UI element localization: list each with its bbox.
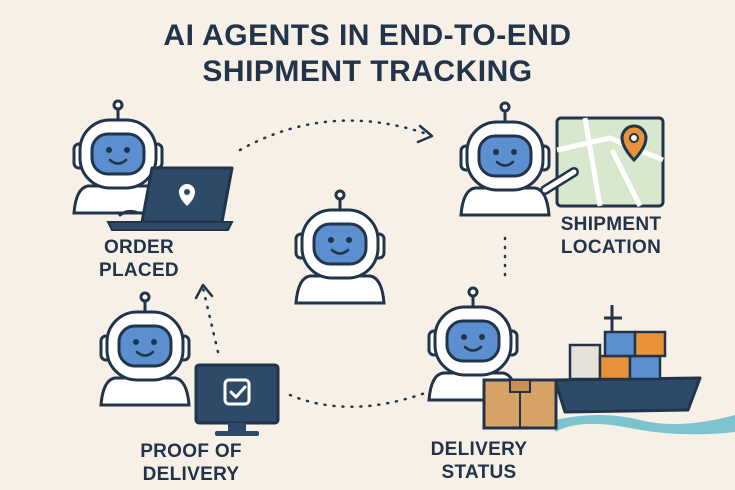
page-title-line-1: AI AGENTS IN END-TO-END: [163, 19, 572, 52]
step-label-line-2: STATUS: [441, 462, 517, 483]
step-label-line-1: ORDER: [103, 237, 175, 258]
proof-of-delivery-robot: [99, 291, 191, 407]
step-label-line-1: DELIVERY: [430, 439, 528, 460]
parcel-box-icon: [482, 378, 558, 430]
arrowhead-icon: [416, 124, 434, 144]
step-label-line-2: PLACED: [99, 260, 179, 281]
cargo-ship-icon: [553, 305, 735, 435]
central-ai-agent-robot: [294, 189, 386, 305]
laptop-location-pin-icon: [106, 166, 234, 231]
step-label-shipment-location: SHIPMENT LOCATION: [548, 213, 674, 259]
step-label-line-2: DELIVERY: [142, 464, 240, 485]
page-title-line-2: SHIPMENT TRACKING: [202, 55, 533, 88]
arrowhead-icon: [194, 283, 214, 300]
map-location-pin-icon: [555, 116, 665, 208]
step-label-delivery-status: DELIVERY STATUS: [420, 438, 538, 484]
step-label-line-1: SHIPMENT: [560, 214, 662, 235]
connector-proof-to-order: [201, 286, 220, 354]
connector-status-to-proof: [288, 390, 430, 409]
step-label-proof-of-delivery: PROOF OF DELIVERY: [128, 440, 254, 486]
monitor-checkmark-icon: [194, 363, 280, 436]
connector-order-to-location: [238, 119, 432, 152]
shipment-location-robot: [459, 101, 551, 217]
step-label-order-placed: ORDER PLACED: [80, 236, 198, 282]
step-label-line-1: PROOF OF: [140, 441, 242, 462]
step-label-line-2: LOCATION: [560, 237, 662, 258]
